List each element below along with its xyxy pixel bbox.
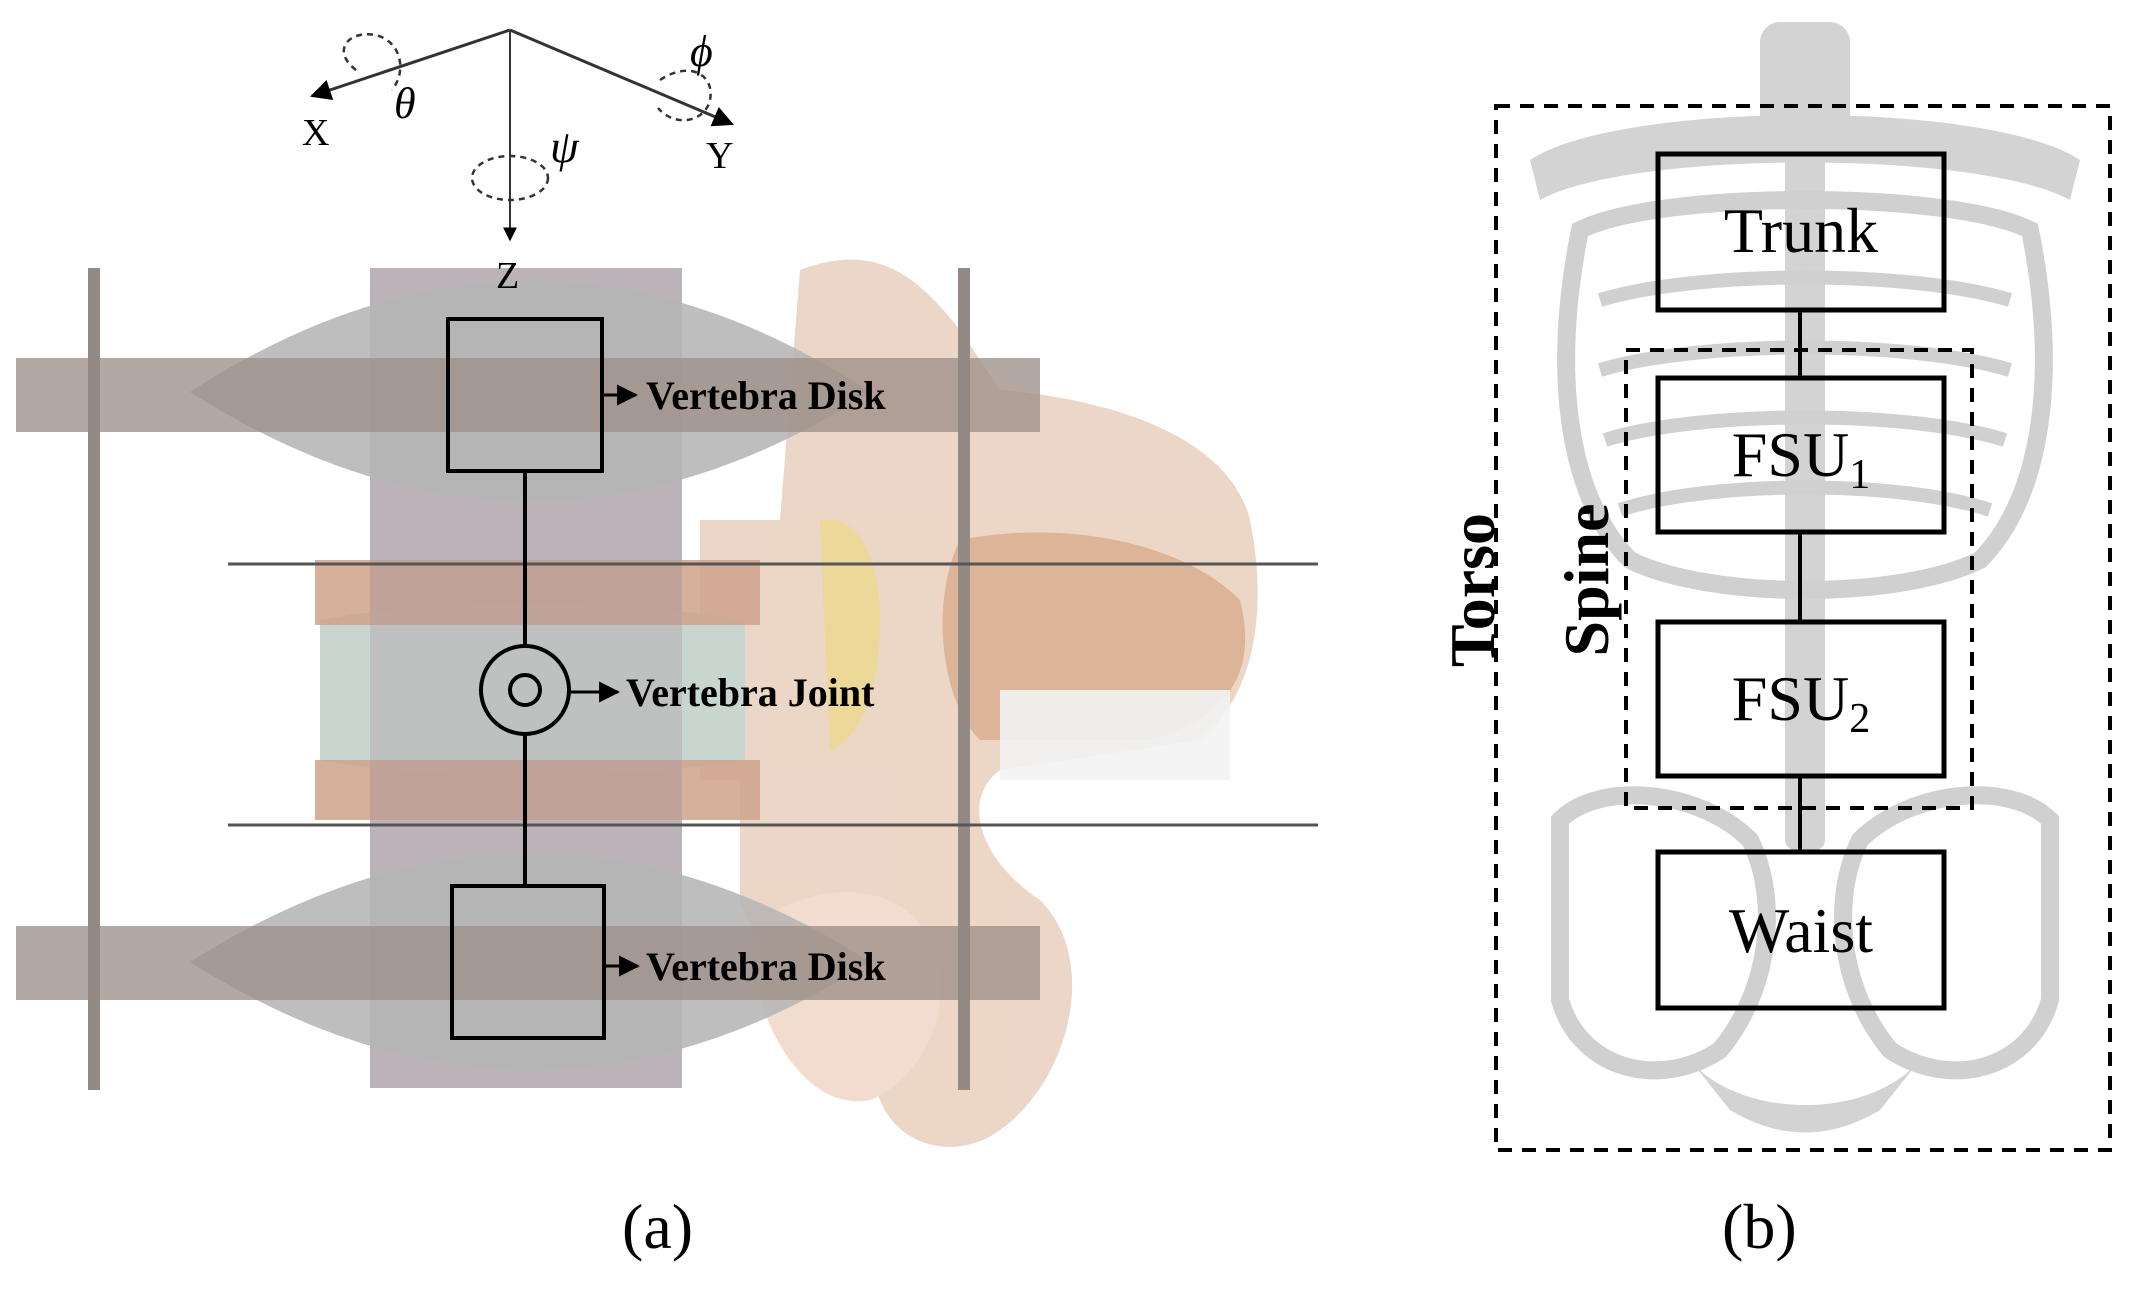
psi-label: ψ xyxy=(550,121,580,172)
joint-inner-circle xyxy=(508,673,542,707)
psi-rotation-icon xyxy=(470,154,550,202)
left-vertical-rod xyxy=(88,268,100,1090)
bottom-disk-box xyxy=(450,884,606,1040)
theta-label: θ xyxy=(394,79,416,128)
trunk-box xyxy=(1655,151,1947,313)
fsu2-box xyxy=(1655,619,1947,779)
joint-label: Vertebra Joint xyxy=(626,670,875,715)
upper-body xyxy=(315,560,760,625)
top-disk-label: Vertebra Disk xyxy=(646,373,886,418)
panel-a: Vertebra Disk Vertebra Joint Vertebra Di… xyxy=(16,27,1318,1262)
waist-label: Waist xyxy=(1729,895,1873,966)
skeleton-silhouette xyxy=(1530,22,2080,1133)
fsu2-subscript: 2 xyxy=(1849,696,1870,742)
spine-label: Spine xyxy=(1551,504,1622,657)
schematic: Vertebra Disk Vertebra Joint Vertebra Di… xyxy=(446,317,886,1040)
lower-body xyxy=(315,760,760,820)
x-axis-line xyxy=(310,28,511,100)
fsu1-label: FSU1 xyxy=(1732,419,1870,498)
top-horizontal-rod xyxy=(16,358,1040,432)
waist-box xyxy=(1655,849,1947,1011)
joint-outer-circle xyxy=(479,644,571,736)
trunk-label: Trunk xyxy=(1724,195,1878,266)
bottom-horizontal-rod xyxy=(16,926,1040,1000)
torso-label: Torso xyxy=(1437,513,1508,667)
bottom-disk-label: Vertebra Disk xyxy=(646,944,886,989)
fsu1-base: FSU xyxy=(1732,419,1849,490)
phi-label: ϕ xyxy=(690,27,713,76)
fsu1-box xyxy=(1655,375,1947,535)
y-axis-label: Y xyxy=(706,135,733,177)
theta-rotation-icon xyxy=(342,32,402,91)
intervertebral-disc xyxy=(320,605,745,775)
panel-a-caption: (a) xyxy=(622,1191,693,1262)
panel-b-caption: (b) xyxy=(1722,1191,1797,1262)
y-axis-line xyxy=(509,28,734,127)
coordinate-axes: X Y Z θ ϕ ψ xyxy=(302,27,734,297)
torso-dashed-box xyxy=(1494,104,2112,1152)
x-axis-label: X xyxy=(302,112,329,154)
vertebra-illustration xyxy=(700,259,1258,1147)
phi-rotation-icon xyxy=(657,69,712,122)
fsu2-base: FSU xyxy=(1732,663,1849,734)
panel-b: Trunk FSU1 FSU2 Waist Torso Spine (b) xyxy=(1437,22,2112,1262)
right-vertical-rod xyxy=(958,268,970,1090)
fsu1-subscript: 1 xyxy=(1849,452,1870,498)
z-axis-label: Z xyxy=(496,255,519,297)
fsu2-label: FSU2 xyxy=(1732,663,1870,742)
